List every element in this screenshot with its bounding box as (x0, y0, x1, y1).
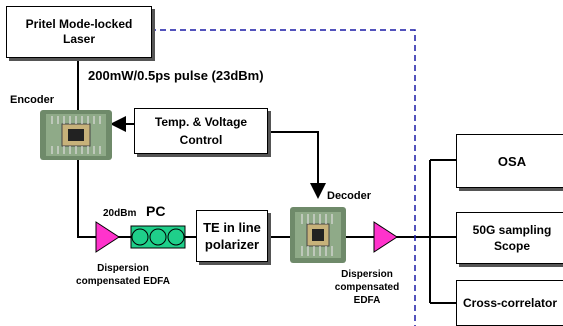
edfa-right-line3: EDFA (353, 295, 381, 306)
temp-voltage-line2: Control (179, 133, 223, 147)
edfa-right-line1: Dispersion (341, 269, 393, 280)
temp-voltage-control-box: Temp. & Voltage Control (134, 108, 268, 154)
decoder-chip-image (290, 207, 346, 263)
laser-label: Pritel Mode-locked Laser (25, 17, 133, 46)
cross-correlator-label: Cross-correlator (463, 296, 558, 310)
te-polarizer-box: TE in line polarizer (196, 210, 268, 262)
power-20dbm-label: 20dBm (103, 208, 137, 219)
pc-label: PC (146, 203, 166, 219)
encoder-to-edfa-line (77, 160, 96, 238)
cross-correlator-box: Cross-correlator (456, 280, 563, 326)
osa-box: OSA (456, 134, 563, 188)
edfa-left-label: Dispersion compensated EDFA (68, 262, 178, 288)
encoder-label: Encoder (10, 94, 55, 106)
decoder-chip-icon (290, 207, 346, 263)
laser-box: Pritel Mode-locked Laser (6, 6, 152, 58)
control-to-decoder-arrow (268, 131, 326, 199)
decoder-label: Decoder (327, 190, 372, 202)
edfa-left-line1: Dispersion (97, 263, 149, 274)
pulse-label: 200mW/0.5ps pulse (23dBm) (88, 68, 264, 83)
osa-label: OSA (497, 153, 527, 169)
encoder-chip-icon (40, 110, 112, 160)
edfa-left-line2: compensated EDFA (76, 276, 170, 287)
scope-line1: 50G sampling (472, 223, 552, 237)
trigger-dashed-line (150, 29, 416, 326)
edfa-right-label: Dispersion compensated EDFA (322, 268, 412, 307)
polarization-controller-icon (130, 225, 186, 249)
edfa-right-line2: compensated (334, 282, 400, 293)
encoder-chip-image (40, 110, 112, 160)
edfa-right-amplifier-icon (373, 221, 398, 253)
sampling-scope-box: 50G sampling Scope (456, 212, 563, 264)
edfa-left-amplifier-icon (95, 221, 120, 253)
temp-voltage-line1: Temp. & Voltage (154, 115, 248, 129)
te-polarizer-line1: TE in line (203, 220, 261, 235)
te-polarizer-line2: polarizer (204, 237, 260, 252)
scope-line2: Scope (493, 239, 530, 253)
